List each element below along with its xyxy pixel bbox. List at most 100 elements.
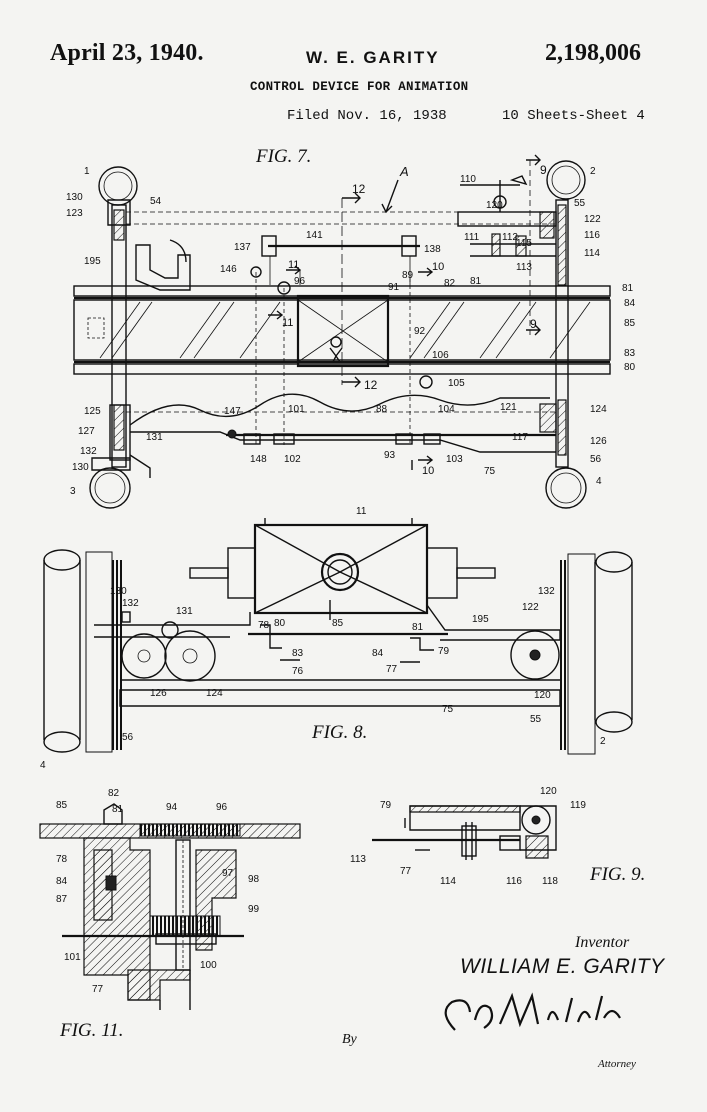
ref-numeral-n3: 3	[70, 486, 76, 497]
ref-numeral-n11b: 11	[282, 317, 293, 329]
ref-numeral-n84: 84	[56, 876, 68, 887]
attorney-signature	[444, 992, 621, 1031]
ref-numeral-n105: 105	[448, 378, 465, 389]
ref-numeral-n115: 115	[516, 238, 532, 249]
ref-numeral-n81: 81	[112, 804, 124, 815]
ref-numeral-n120: 120	[540, 786, 557, 797]
ref-numeral-n81b: 81	[622, 283, 634, 294]
ref-numeral-n126a: 126	[590, 436, 607, 447]
ref-numeral-n75: 75	[484, 466, 496, 477]
ref-numeral-n125: 125	[84, 406, 101, 417]
ref-numeral-n116: 116	[584, 230, 600, 241]
ref-numeral-n55: 55	[574, 198, 586, 209]
ref-numeral-n9a: 9	[540, 163, 547, 177]
ref-numeral-n130b: 130	[72, 462, 89, 473]
ref-numeral-n121: 121	[500, 402, 517, 413]
ref-numeral-n55: 55	[530, 714, 542, 725]
ref-numeral-A: A	[399, 164, 409, 179]
ref-numeral-n148: 148	[250, 454, 267, 465]
ref-numeral-n81: 81	[412, 622, 424, 633]
ref-numeral-n93: 93	[384, 450, 396, 461]
tube-2	[546, 160, 586, 200]
ref-numeral-n130: 130	[110, 586, 127, 597]
ref-numeral-n132: 132	[80, 446, 97, 457]
ref-numeral-n106: 106	[432, 350, 449, 361]
ref-numeral-n99: 99	[248, 904, 260, 915]
ref-numeral-n91: 91	[388, 282, 400, 293]
ref-numeral-n114: 114	[584, 248, 600, 259]
ref-numeral-n84: 84	[372, 648, 384, 659]
tube-3	[89, 467, 131, 509]
ref-numeral-n12a: 12	[352, 182, 366, 196]
ref-numeral-n124: 124	[206, 688, 223, 699]
ref-numeral-n10a: 10	[432, 261, 444, 273]
ref-numeral-n79: 79	[438, 646, 450, 657]
patent-title: CONTROL DEVICE FOR ANIMATION	[250, 80, 469, 94]
ref-numeral-n92: 92	[414, 326, 426, 337]
ref-numeral-n80: 80	[624, 362, 636, 373]
ref-numeral-n87: 87	[56, 894, 68, 905]
fig9-label: FIG. 9.	[589, 864, 645, 885]
ref-numeral-n102: 102	[284, 454, 301, 465]
ref-numeral-n195: 195	[84, 256, 101, 267]
ref-numeral-n120: 120	[486, 200, 503, 211]
ref-numeral-n120: 120	[534, 690, 551, 701]
ref-numeral-n111: 111	[464, 232, 480, 243]
ref-numeral-n84: 84	[624, 298, 636, 309]
ref-numeral-n9b: 9	[530, 317, 537, 331]
ref-numeral-n116: 116	[506, 876, 522, 887]
ref-numeral-n80: 80	[274, 618, 286, 629]
figure-7: FIG. 7.	[66, 146, 636, 509]
ref-numeral-n4: 4	[596, 476, 602, 487]
ref-numeral-n101: 101	[288, 404, 305, 415]
ref-numeral-n10b: 10	[422, 465, 434, 477]
ref-numeral-n113: 113	[516, 262, 532, 273]
ref-numeral-n130a: 130	[66, 192, 83, 203]
ref-numeral-n127: 127	[78, 426, 95, 437]
ref-numeral-n110: 110	[460, 174, 476, 185]
ref-numeral-n2: 2	[590, 166, 596, 177]
ref-numeral-n141: 141	[306, 230, 323, 241]
ref-numeral-n88: 88	[376, 404, 388, 415]
ref-numeral-n76: 76	[292, 666, 304, 677]
ref-numeral-n12b: 12	[364, 378, 378, 392]
ref-numeral-n113: 113	[350, 854, 366, 865]
ref-numeral-n77: 77	[386, 664, 398, 675]
fig11-label: FIG. 11.	[59, 1020, 124, 1041]
sheet-count: 10 Sheets-Sheet 4	[502, 108, 645, 124]
filed-date: Filed Nov. 16, 1938	[287, 108, 447, 124]
ref-numeral-n1: 1	[84, 166, 90, 177]
ref-numeral-n118: 118	[542, 876, 558, 887]
ref-numeral-n137: 137	[234, 242, 251, 253]
ref-numeral-n117: 117	[512, 432, 528, 443]
ref-numeral-n103: 103	[446, 454, 463, 465]
ref-numeral-n75: 75	[442, 704, 454, 715]
ref-numeral-n83: 83	[292, 648, 304, 659]
ref-numeral-n56: 56	[122, 732, 134, 743]
ref-numeral-n146: 146	[220, 264, 237, 275]
ref-numeral-n85: 85	[624, 318, 636, 329]
attorney-caption: Attorney	[598, 1058, 636, 1070]
ref-numeral-n83: 83	[624, 348, 636, 359]
ref-numeral-n81a: 81	[470, 276, 482, 287]
ref-numeral-n4: 4	[40, 760, 46, 771]
inventor-full-name: WILLIAM E. GARITY	[460, 955, 665, 978]
ref-numeral-n101: 101	[64, 952, 81, 963]
ref-numeral-n123: 123	[66, 208, 83, 219]
ref-numeral-n78: 78	[56, 854, 68, 865]
ref-numeral-n132a: 132	[122, 598, 139, 609]
ref-numeral-n79: 79	[380, 800, 392, 811]
ref-numeral-n100: 100	[200, 960, 217, 971]
ref-numeral-n82: 82	[108, 788, 120, 799]
ref-numeral-n122: 122	[584, 214, 601, 225]
ref-numeral-n11: 11	[356, 506, 367, 517]
figure-11: FIG. 11. 85 82 81 94 96 78 84 87 97 98 9…	[39, 788, 301, 1041]
tube-4	[545, 467, 587, 509]
inventor-name-header: W. E. GARITY	[306, 48, 440, 67]
ref-numeral-n138: 138	[424, 244, 441, 255]
ref-numeral-n131: 131	[146, 432, 163, 443]
ref-numeral-n77: 77	[92, 984, 104, 995]
ref-numeral-n114: 114	[440, 876, 456, 887]
ref-numeral-n94: 94	[166, 802, 178, 813]
